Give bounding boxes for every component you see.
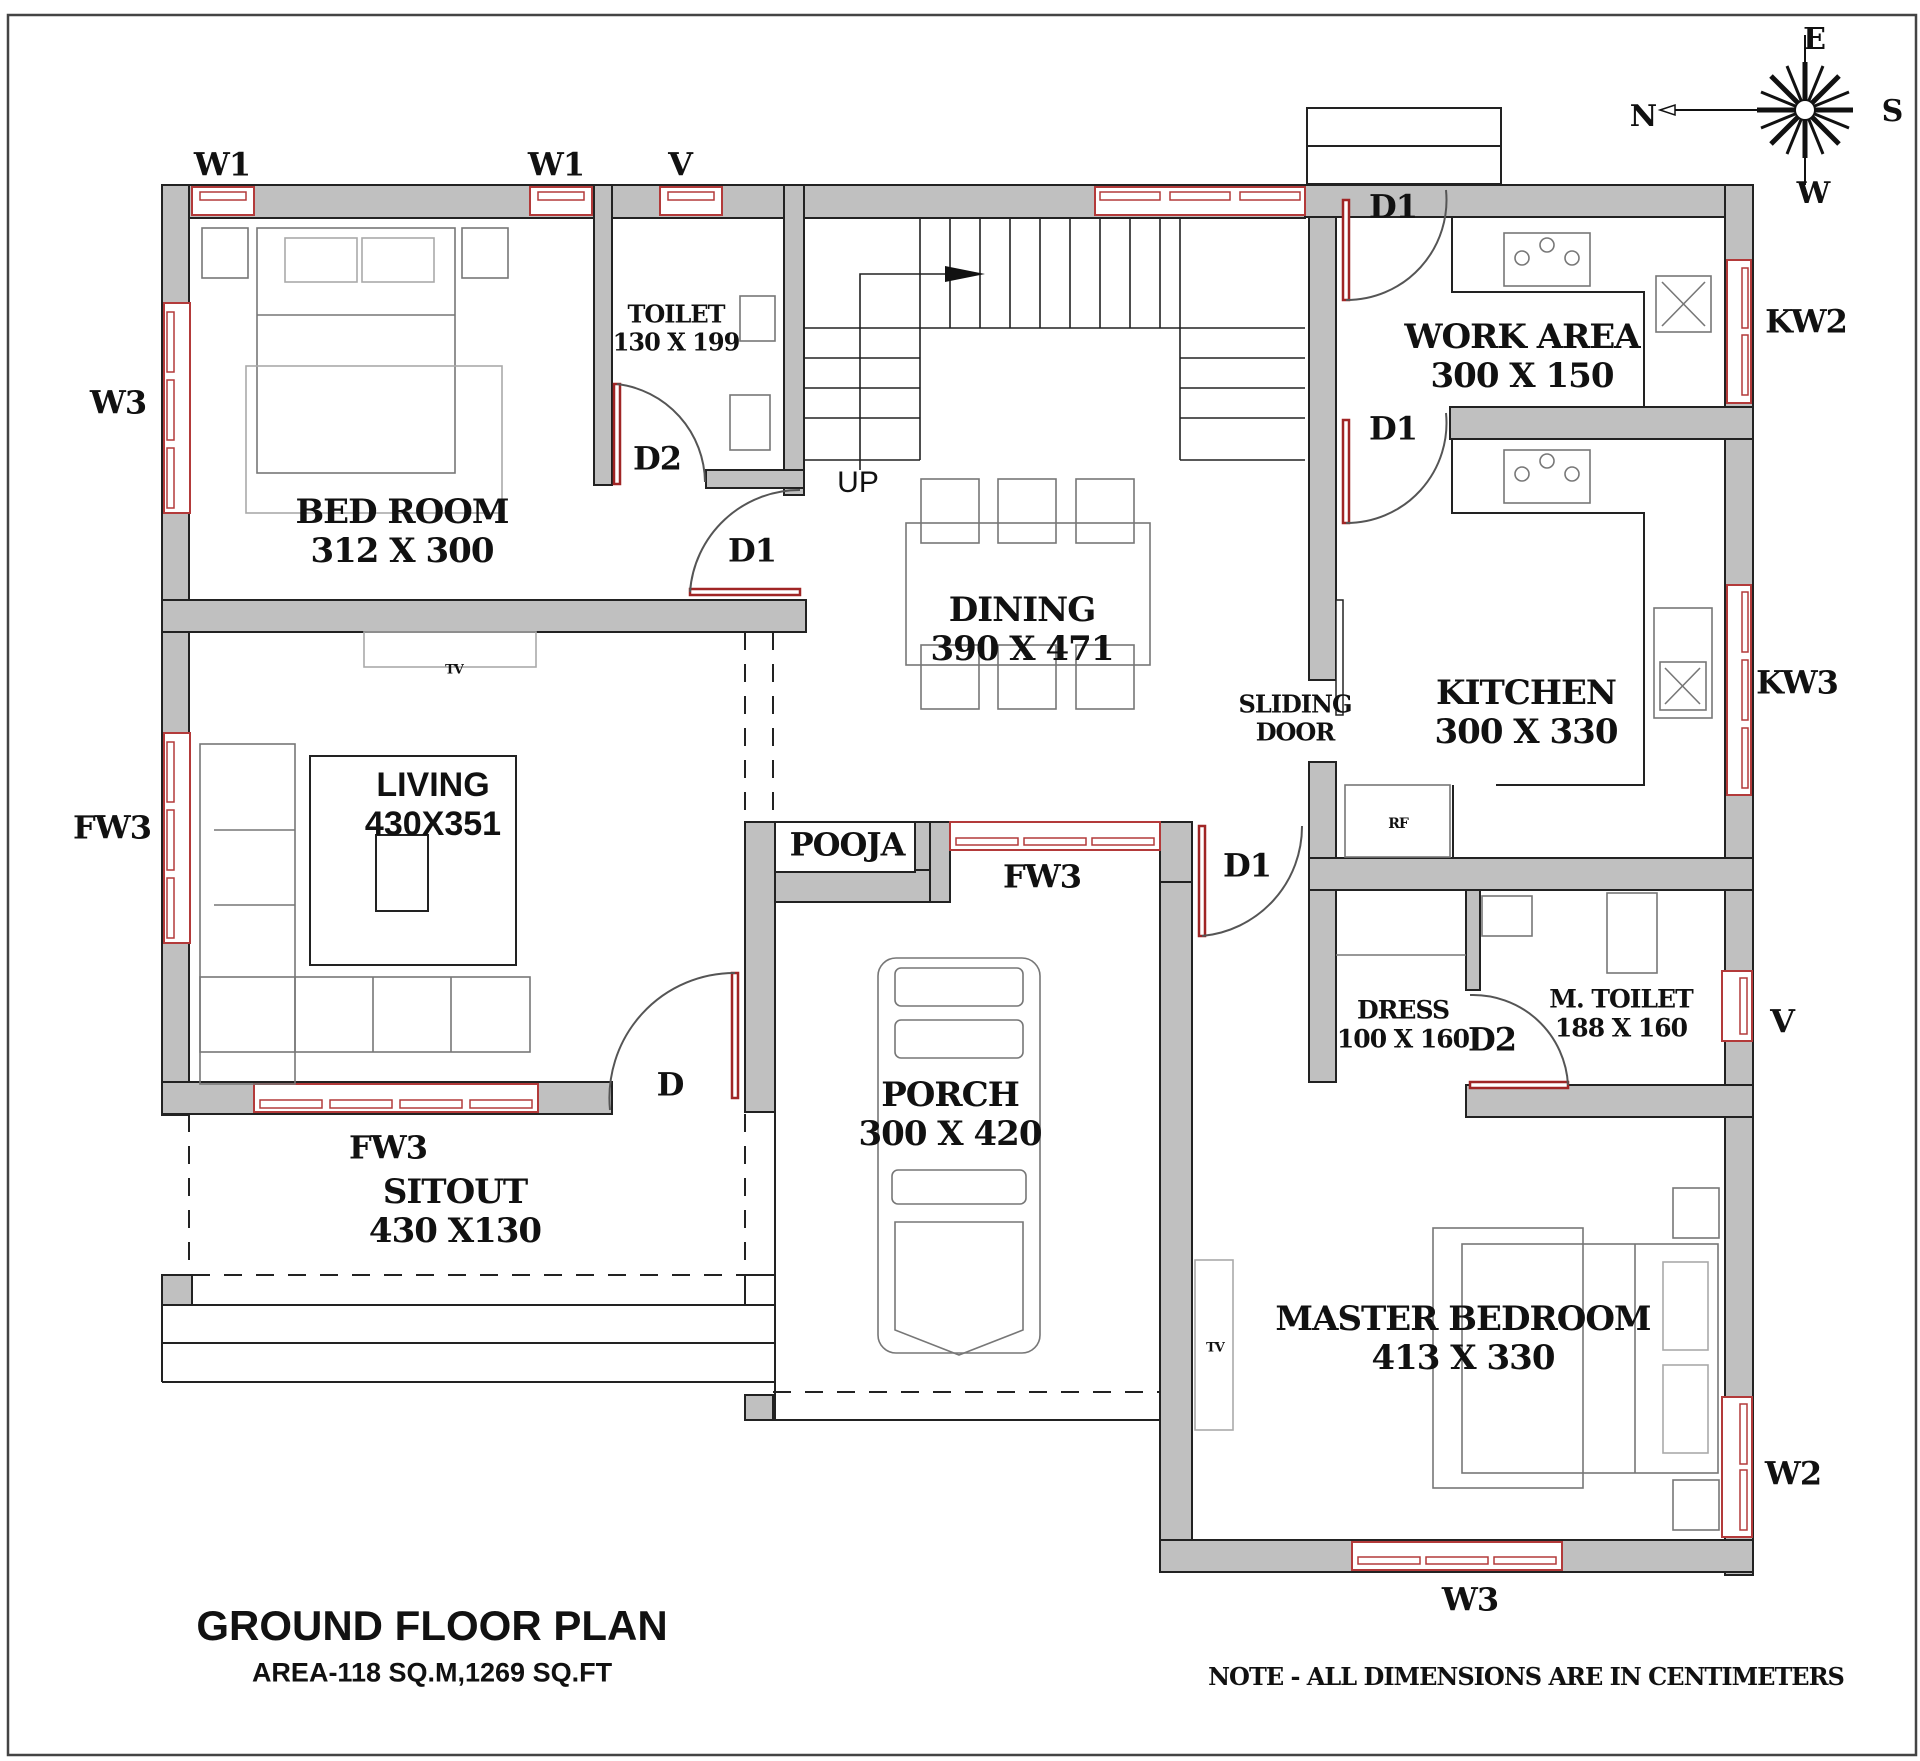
window-label-kw3: KW3: [1756, 663, 1839, 702]
pooja-room: [774, 821, 916, 873]
tv-label-living: TV: [445, 662, 464, 678]
sliding-door-label: SLIDING DOOR: [1238, 689, 1353, 746]
room-dining-name: DINING: [948, 589, 1097, 630]
door-label-d2-toilet: D2: [632, 439, 682, 478]
room-dress-size: 100 X 160: [1336, 1024, 1470, 1053]
window-label-w3-bedroom: W3: [89, 383, 147, 422]
room-kitchen-size: 300 X 330: [1434, 712, 1619, 752]
window-label-fw3-living: FW3: [73, 808, 152, 847]
window-label-w2: W2: [1764, 1454, 1822, 1493]
door-label-d1-master: D1: [1222, 846, 1272, 885]
dimension-note: NOTE - ALL DIMENSIONS ARE IN CENTIMETERS: [1208, 1662, 1845, 1692]
room-living: LIVING 430X351: [365, 766, 501, 844]
door-label-d1-kitchen: D1: [1368, 409, 1418, 448]
room-dining-size: 390 X 471: [930, 629, 1115, 669]
room-living-name: LIVING: [376, 765, 490, 804]
doors: [608, 189, 1570, 1111]
room-toilet: TOILET 130 X 199: [612, 299, 741, 356]
room-living-size: 430X351: [364, 805, 502, 843]
room-dress-name: DRESS: [1356, 995, 1450, 1025]
room-work-area: WORK AREA 300 X 150: [1404, 316, 1640, 396]
room-master-bedroom-size: 413 X 330: [1371, 1338, 1555, 1378]
room-master-bedroom-name: MASTER BEDROOM: [1275, 1298, 1651, 1339]
room-dining: DINING 390 X 471: [930, 589, 1115, 669]
room-porch-name: PORCH: [881, 1074, 1020, 1115]
tv-label-master: TV: [1206, 1340, 1225, 1356]
room-work-area-size: 300 X 150: [1430, 356, 1615, 396]
room-sitout: SITOUT 430 X130: [368, 1171, 542, 1251]
room-master-toilet: M. TOILET 188 X 160: [1549, 984, 1693, 1043]
room-sitout-name: SITOUT: [382, 1171, 528, 1212]
door-label-d2-master-toilet: D2: [1467, 1020, 1517, 1059]
room-master-toilet-size: 188 X 160: [1554, 1013, 1688, 1042]
room-work-area-name: WORK AREA: [1404, 316, 1640, 357]
compass-east-label: E: [1803, 21, 1826, 57]
room-kitchen: KITCHEN 300 X 330: [1434, 672, 1619, 752]
door-label-d1-work-top: D1: [1368, 187, 1418, 226]
room-toilet-name: TOILET: [627, 299, 725, 329]
room-bedroom-size: 312 X 300: [310, 531, 494, 571]
window-label-fw3-porch: FW3: [1003, 857, 1082, 896]
window-label-v-toilet: V: [668, 145, 693, 184]
room-dress: DRESS 100 X 160: [1336, 995, 1470, 1054]
room-kitchen-name: KITCHEN: [1436, 672, 1617, 713]
room-pooja: POOJA: [789, 825, 906, 864]
room-toilet-size: 130 X 199: [612, 327, 741, 356]
compass-south-label: S: [1881, 93, 1904, 129]
window-label-w3-master: W3: [1441, 1580, 1499, 1619]
compass-rose-icon: [1657, 35, 1853, 185]
furniture: [199, 217, 1720, 1531]
window-label-w1-left: W1: [193, 145, 251, 184]
windows: [163, 186, 1753, 1571]
stairs-up-label: UP: [837, 465, 879, 499]
room-bedroom: BED ROOM 312 X 300: [295, 491, 509, 571]
room-porch: PORCH 300 X 420: [858, 1074, 1043, 1154]
door-label-d-main: D: [656, 1065, 685, 1104]
room-sitout-size: 430 X130: [368, 1211, 542, 1251]
window-label-w1-right: W1: [527, 145, 585, 184]
compass-north-label: N: [1629, 98, 1657, 134]
compass-west-label: W: [1796, 175, 1831, 211]
outdoor-outlines: [161, 632, 1160, 1421]
window-label-kw2: KW2: [1765, 302, 1848, 341]
window-label-v-master-toilet: V: [1770, 1002, 1795, 1041]
fridge-label: RF: [1388, 815, 1409, 832]
plan-area: AREA-118 SQ.M,1269 SQ.FT: [251, 1657, 613, 1688]
room-bedroom-name: BED ROOM: [295, 491, 509, 532]
staircase: [803, 218, 1305, 470]
window-label-fw3-sitout: FW3: [349, 1128, 428, 1167]
sheet-frame: [6, 13, 1918, 1757]
room-master-toilet-name: M. TOILET: [1549, 984, 1693, 1014]
room-porch-size: 300 X 420: [858, 1114, 1043, 1154]
door-label-d1-bedroom: D1: [727, 531, 777, 570]
plan-title: GROUND FLOOR PLAN: [196, 1601, 668, 1649]
room-master-bedroom: MASTER BEDROOM 413 X 330: [1275, 1298, 1651, 1378]
